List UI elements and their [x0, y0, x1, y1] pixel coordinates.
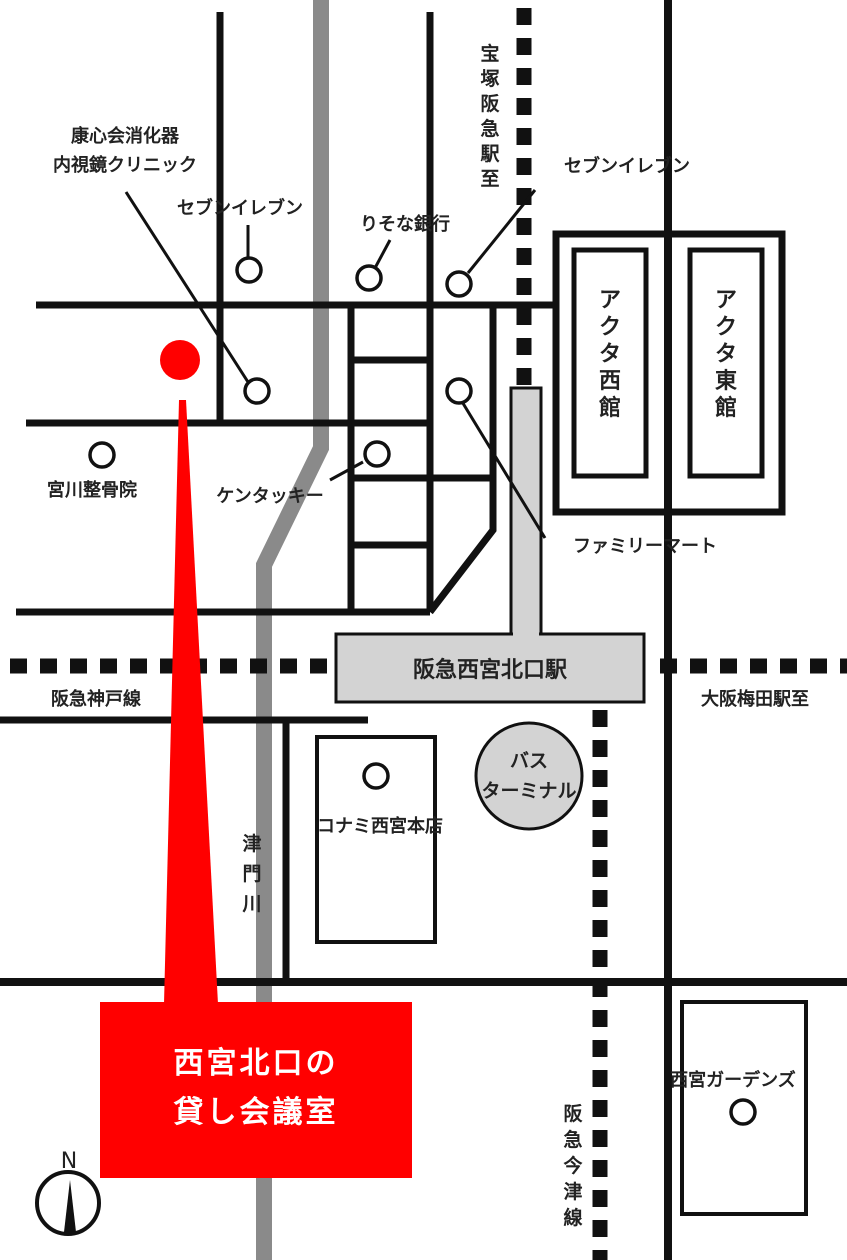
svg-text:阪: 阪: [563, 1102, 583, 1125]
seven-eleven-west-label: セブンイレブン: [177, 197, 303, 219]
poi-circle-icon: [363, 440, 391, 468]
svg-text:ア: ア: [715, 288, 737, 313]
koshin-label-1: 康心会消化器: [71, 125, 180, 147]
svg-text:ク: ク: [715, 315, 737, 340]
svg-text:東: 東: [715, 369, 737, 394]
compass-n-label: N: [61, 1149, 77, 1174]
svg-text:津: 津: [242, 832, 261, 855]
railways: [10, 8, 847, 1260]
konami-building: [315, 735, 437, 944]
kobe-line-label: 阪急神戸線: [51, 688, 141, 710]
acta-east-label: ア ク タ 東 館: [715, 288, 737, 421]
poi-circle-icon: [243, 377, 271, 405]
koshin-label-2: 内視鏡クリニック: [53, 154, 197, 176]
station-label: 阪急西宮北口駅: [413, 657, 567, 683]
svg-text:川: 川: [241, 893, 261, 915]
svg-text:門: 門: [242, 863, 261, 885]
miyagawa-label: 宮川整骨院: [47, 479, 137, 501]
svg-text:塚: 塚: [480, 68, 499, 90]
seven-eleven-east-label: セブンイレブン: [564, 155, 690, 177]
north-compass-icon: N: [35, 1149, 101, 1236]
svg-text:西: 西: [599, 369, 621, 394]
gardens-building: [680, 1000, 808, 1216]
poi-circle-icon: [235, 256, 263, 284]
title-line-2: 貸し会議室: [174, 1095, 339, 1130]
tsumon-river: [256, 0, 329, 1260]
destination-pointer: [164, 400, 218, 1004]
resona-label: りそな銀行: [360, 213, 450, 235]
poi-circle-icon: [445, 377, 473, 405]
poi-circle-icon: [88, 441, 116, 469]
poi-circle-icon: [362, 762, 390, 790]
svg-text:急: 急: [563, 1128, 582, 1151]
svg-text:津: 津: [563, 1180, 582, 1203]
tsumongawa-label: 津 門 川: [241, 832, 261, 915]
svg-text:タ: タ: [599, 342, 621, 367]
svg-text:阪: 阪: [480, 92, 500, 115]
osaka-umeda-label: 大阪梅田駅至: [701, 688, 809, 710]
gardens-label: 西宮ガーデンズ: [670, 1069, 796, 1091]
poi-circle-icon: [445, 270, 473, 298]
svg-text:宝: 宝: [480, 42, 499, 65]
svg-text:ク: ク: [599, 315, 621, 340]
svg-text:至: 至: [480, 168, 499, 190]
title-line-1: 西宮北口の: [174, 1046, 339, 1081]
bus-terminal-label-2: ターミナル: [481, 780, 576, 802]
svg-text:線: 線: [563, 1206, 582, 1229]
svg-text:館: 館: [715, 395, 737, 421]
svg-text:ア: ア: [599, 288, 621, 313]
poi-circle-icon: [355, 264, 383, 292]
red-location-dot-icon: [160, 340, 200, 380]
svg-text:今: 今: [562, 1154, 582, 1177]
station: 阪急西宮北口駅: [334, 386, 646, 704]
svg-text:駅: 駅: [479, 143, 500, 165]
svg-text:急: 急: [480, 117, 499, 140]
konami-label: コナミ西宮本店: [317, 815, 443, 837]
imazu-line-label: 阪 急 今 津 線: [562, 1102, 583, 1229]
takarazuka-label: 宝 塚 阪 急 駅 至: [479, 42, 500, 190]
bus-terminal-label-1: バス: [510, 750, 548, 772]
bus-terminal: バス ターミナル: [474, 721, 584, 831]
familymart-label: ファミリーマート: [573, 536, 717, 557]
kfc-label: ケンタッキー: [216, 486, 323, 507]
acta-west-label: ア ク タ 西 館: [599, 288, 621, 421]
poi-markers: [88, 256, 757, 1126]
acta-complex: [552, 230, 786, 516]
leader-lines: [124, 189, 547, 539]
title-box: 西宮北口の 貸し会議室: [100, 1002, 412, 1178]
poi-circle-icon: [729, 1098, 757, 1126]
svg-text:タ: タ: [715, 342, 737, 367]
svg-text:館: 館: [599, 395, 621, 421]
